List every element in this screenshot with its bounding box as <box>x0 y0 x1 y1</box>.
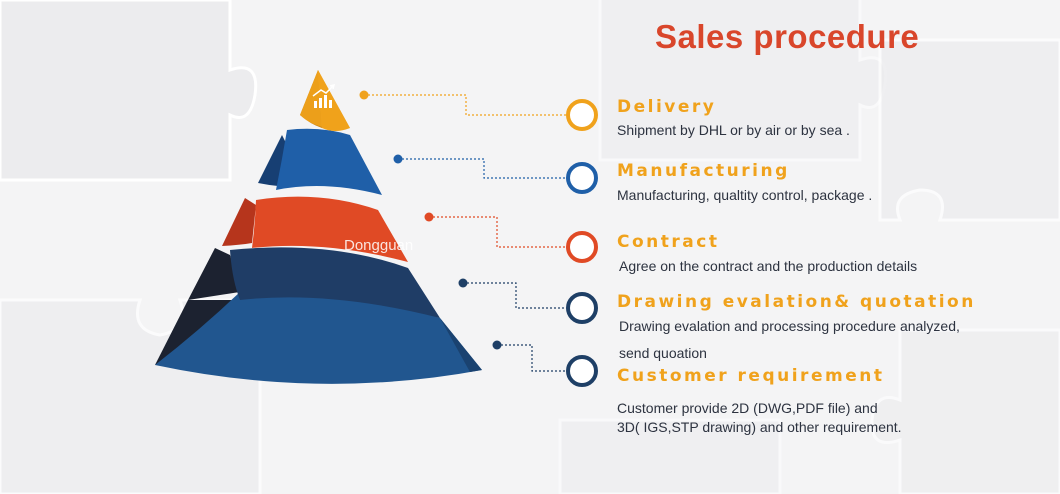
step-title-customer: Customer requirement <box>617 366 885 386</box>
ring-manufacturing <box>566 162 598 194</box>
ring-delivery <box>566 99 598 131</box>
step-desc-drawing-line1: Drawing evalation and processing procedu… <box>619 318 960 334</box>
connector-delivery <box>364 94 566 116</box>
step-desc-customer-line2: 3D( IGS,STP drawing) and other requireme… <box>617 419 902 435</box>
connector-dot-contract <box>424 212 434 222</box>
step-desc-customer-line1: Customer provide 2D (DWG,PDF file) and <box>617 400 878 416</box>
connector-dot-customer <box>492 340 502 350</box>
ring-contract <box>566 231 598 263</box>
pyramid-layer-contract <box>222 196 408 262</box>
ring-customer <box>566 355 598 387</box>
ring-drawing <box>566 292 598 324</box>
pyramid-layer-customer-requirement <box>155 290 482 384</box>
step-desc-delivery: Shipment by DHL or by air or by sea . <box>617 122 850 138</box>
watermark-text: Dongguan <box>344 237 414 254</box>
connector-contract <box>429 216 566 248</box>
pyramid-diagram <box>155 70 482 384</box>
step-desc-manufacturing: Manufacturing, qualtity control, package… <box>617 187 873 203</box>
step-title-contract: Contract <box>617 232 720 252</box>
connector-customer <box>497 344 566 372</box>
pyramid-layer-drawing-quotation <box>188 247 440 318</box>
step-desc-contract: Agree on the contract and the production… <box>619 258 918 274</box>
chart-growth-icon <box>312 83 336 108</box>
step-title-delivery: Delivery <box>617 97 717 117</box>
pyramid-layer-manufacturing <box>258 128 382 195</box>
step-title-drawing: Drawing evalation& quotation <box>617 292 976 312</box>
connector-manufacturing <box>398 158 566 179</box>
connector-dot-drawing <box>458 278 468 288</box>
connector-dot-manufacturing <box>393 154 403 164</box>
connector-dot-delivery <box>359 90 369 100</box>
step-title-manufacturing: Manufacturing <box>617 161 790 181</box>
step-desc-drawing-line2: send quoation <box>619 345 707 361</box>
connector-drawing <box>463 282 566 309</box>
page-title: Sales procedure <box>655 18 920 55</box>
